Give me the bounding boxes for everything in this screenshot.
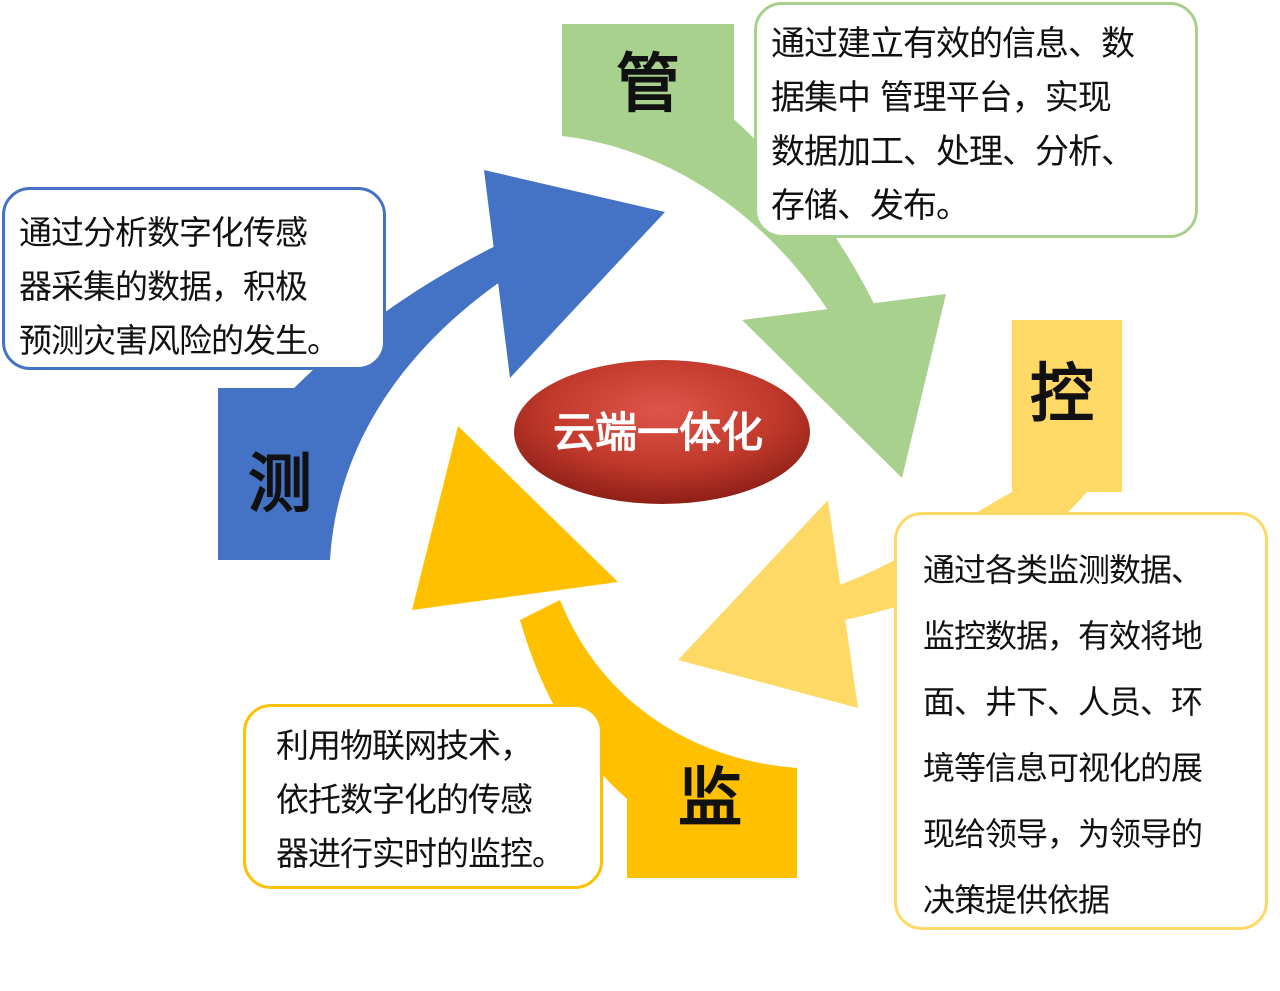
description-line: 监控数据，有效将地 xyxy=(923,617,1203,655)
manage-arrow xyxy=(562,24,946,478)
monitor-arrowhead xyxy=(412,426,618,610)
description-line: 决策提供依据 xyxy=(923,881,1110,919)
measure-char: 测 xyxy=(248,447,312,522)
description-line: 依托数字化的传感 xyxy=(276,780,533,819)
monitor-arrow xyxy=(412,426,797,878)
measure-arrow xyxy=(218,170,665,560)
description-line: 器进行实时的监控。 xyxy=(276,834,565,873)
measure-arrowhead xyxy=(484,170,665,378)
manage-arrow-shaft xyxy=(562,24,890,352)
center-label: 云端一体化 xyxy=(553,408,763,457)
description-line: 面、井下、人员、环 xyxy=(923,683,1203,721)
monitor-arrow-shaft xyxy=(520,600,797,878)
description-line: 通过分析数字化传感 xyxy=(19,213,308,252)
description-line: 通过各类监测数据、 xyxy=(923,551,1203,589)
description-line: 境等信息可视化的展 xyxy=(923,749,1203,787)
control-description-box: 通过各类监测数据、 监控数据，有效将地 面、井下、人员、环 境等信息可视化的展 … xyxy=(894,512,1268,930)
manage-arrowhead xyxy=(742,294,946,478)
measure-description-box: 通过分析数字化传感 器采集的数据，积极 预测灾害风险的发生。 xyxy=(2,187,386,370)
monitor-char: 监 xyxy=(678,761,742,836)
center-ellipse xyxy=(514,360,810,504)
manage-description-box: 通过建立有效的信息、数 据集中 管理平台，实现 数据加工、处理、分析、 存储、发… xyxy=(754,2,1198,238)
control-block xyxy=(1012,320,1122,492)
measure-arrow-shaft xyxy=(218,238,530,560)
manage-char: 管 xyxy=(616,47,680,122)
description-line: 预测灾害风险的发生。 xyxy=(19,321,340,360)
description-line: 通过建立有效的信息、数 xyxy=(771,24,1135,64)
description-line: 存储、发布。 xyxy=(771,186,970,226)
control-char: 控 xyxy=(1030,357,1094,432)
description-line: 器采集的数据，积极 xyxy=(19,267,308,306)
description-line: 利用物联网技术， xyxy=(276,726,533,765)
monitor-description-box: 利用物联网技术， 依托数字化的传感 器进行实时的监控。 xyxy=(243,704,603,889)
control-arrowhead xyxy=(678,500,858,708)
description-line: 现给领导，为领导的 xyxy=(923,815,1203,853)
description-line: 据集中 管理平台，实现 xyxy=(771,78,1112,118)
description-line: 数据加工、处理、分析、 xyxy=(771,132,1135,172)
center-node: 云端一体化 xyxy=(514,360,810,504)
